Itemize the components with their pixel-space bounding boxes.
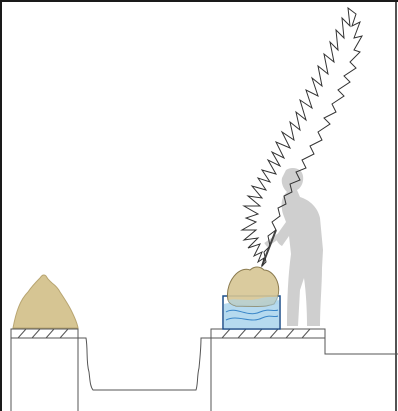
ground-left <box>11 329 78 411</box>
earth-pile <box>13 275 78 328</box>
trench <box>78 329 211 390</box>
ground-right <box>211 329 398 411</box>
